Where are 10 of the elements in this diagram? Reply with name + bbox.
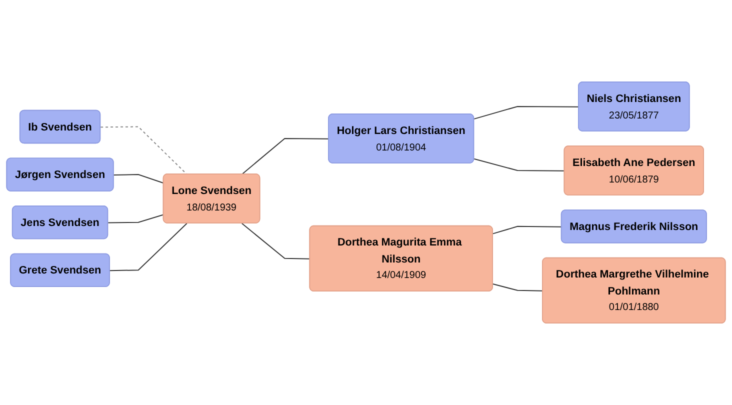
connector (492, 283, 544, 292)
connector (100, 126, 188, 175)
connector (474, 106, 580, 120)
connector (108, 214, 164, 224)
connector (474, 158, 566, 172)
connector (492, 226, 562, 234)
connector (241, 138, 330, 175)
connector (109, 222, 188, 272)
connector (113, 174, 164, 184)
connector (241, 222, 311, 260)
